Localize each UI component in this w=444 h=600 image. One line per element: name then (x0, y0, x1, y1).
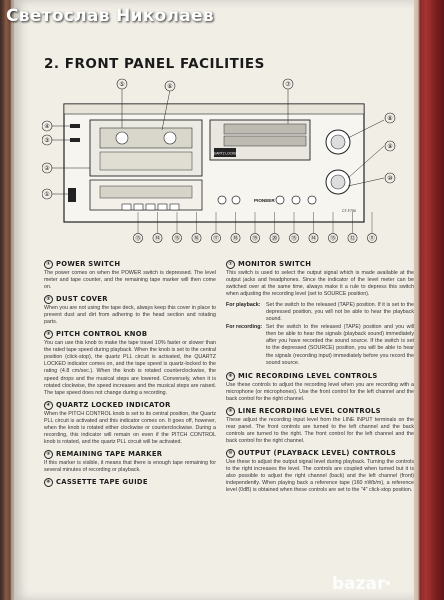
callout-bottom-10: ⑬ (330, 234, 336, 242)
section-number: ② (44, 295, 53, 305)
section-title: REMAINING TAPE MARKER (56, 449, 163, 458)
def-text: Set the switch to the released (TAPE) po… (266, 324, 414, 366)
section-number: ⑩ (226, 448, 235, 458)
callout-9: ⑨ (387, 143, 392, 150)
callout-circle (347, 233, 358, 243)
callout-circle (211, 233, 221, 243)
section-title: LINE RECORDING LEVEL CONTROLS (238, 406, 381, 415)
callout-7: ⑦ (285, 81, 291, 88)
section-number: ④ (44, 400, 53, 410)
callout-bottom-6: ⑲ (252, 234, 258, 242)
brand-label: PIONEER (254, 198, 275, 203)
callout-circle (172, 233, 182, 243)
callout-bottom-5: ⑱ (233, 234, 239, 242)
callout-circle (191, 233, 202, 243)
callout-bottom-2: ⑮ (174, 234, 180, 242)
watermark-text: Светослав Николаев (6, 6, 214, 26)
section-body: This switch is used to select the output… (226, 270, 414, 298)
callout-bottom-3: ⑯ (194, 234, 200, 242)
def-recording: For recording: Set the switch to the rel… (226, 324, 414, 366)
def-term: For recording: (226, 324, 263, 331)
svg-text:bazar: bazar (332, 574, 386, 594)
section-body: If this marker is visible, it means that… (44, 459, 216, 473)
section-number: ⑨ (226, 406, 235, 416)
callout-4: ④ (44, 123, 49, 130)
callout-circle (250, 233, 260, 243)
callout-circle (367, 233, 377, 243)
callout-6: ⑥ (167, 83, 172, 90)
section-body: Use these to adjust the output signal le… (226, 458, 414, 494)
section-body: These adjust the recording input level f… (226, 416, 414, 444)
section-body: You can use this knob to make the tape t… (44, 340, 216, 396)
model-label: CT-F750 (342, 209, 356, 213)
callout-bottom-11: ⑫ (350, 234, 356, 242)
section-body: Use these controls to adjust the recordi… (226, 381, 414, 402)
section-title: DUST COVER (56, 295, 108, 304)
callout-circle (308, 233, 319, 243)
def-text: Set the switch to the released (TAPE) po… (266, 302, 414, 323)
callout-circle (289, 233, 299, 243)
callout-circle (328, 233, 338, 243)
section-number: ⑦ (226, 260, 235, 269)
callout-bottom-0: ⑬ (135, 234, 141, 242)
section-title: MIC RECORDING LEVEL CONTROLS (238, 371, 378, 380)
callout-bottom-9: ⑭ (311, 234, 317, 242)
callout-circle (152, 233, 163, 243)
section-body: When the PITCH CONTROL knob is set to it… (44, 410, 216, 445)
callout-3: ③ (44, 137, 49, 144)
callout-bottom-12: ⑪ (369, 234, 375, 242)
section-title: OUTPUT (PLAYBACK LEVEL) CONTROLS (238, 448, 397, 457)
section-number: ⑤ (44, 449, 53, 459)
front-panel-diagram: QUARTZ LOCKED PIONEER CT-F750 (42, 78, 396, 243)
section-title: PITCH CONTROL KNOB (56, 330, 148, 339)
bazar-logo-icon: bazar (332, 574, 390, 594)
callout-circle (133, 233, 143, 243)
section-number: ③ (44, 330, 53, 340)
callout-1: ① (44, 191, 49, 198)
section-number: ① (44, 260, 53, 269)
quartz-locked-display: QUARTZ LOCKED (211, 152, 239, 156)
section-title: POWER SWITCH (56, 259, 121, 268)
book-spine (414, 0, 444, 600)
section-body: When you are not using the tape deck, al… (44, 305, 216, 326)
callout-circle (269, 233, 280, 243)
callout-circle (230, 233, 241, 243)
section-title: QUARTZ LOCKED INDICATOR (56, 400, 171, 409)
callout-bottom-8: ⑮ (291, 234, 297, 242)
callout-bottom-7: ⑳ (272, 234, 278, 242)
level-meter (223, 123, 307, 147)
section-title: CASSETTE TAPE GUIDE (56, 477, 148, 486)
callout-5: ⑤ (119, 81, 124, 88)
section-number: ⑧ (226, 371, 235, 381)
callout-10: ⑩ (387, 175, 392, 182)
manual-page: 2. FRONT PANEL FACILITIES QUARTZ LOCKED (14, 0, 414, 600)
page-heading: 2. FRONT PANEL FACILITIES (44, 56, 265, 72)
callout-bottom-1: ⑭ (155, 234, 161, 242)
callout-2: ② (44, 165, 50, 172)
def-playback: For playback: Set the switch to the rele… (226, 302, 414, 323)
section-body: The power comes on when the POWER switch… (44, 270, 216, 291)
callout-8: ⑧ (387, 115, 392, 122)
def-term: For playback: (226, 302, 261, 309)
section-title: MONITOR SWITCH (238, 259, 312, 268)
section-number: ⑥ (44, 477, 53, 487)
callout-bottom-4: ⑰ (213, 234, 219, 242)
